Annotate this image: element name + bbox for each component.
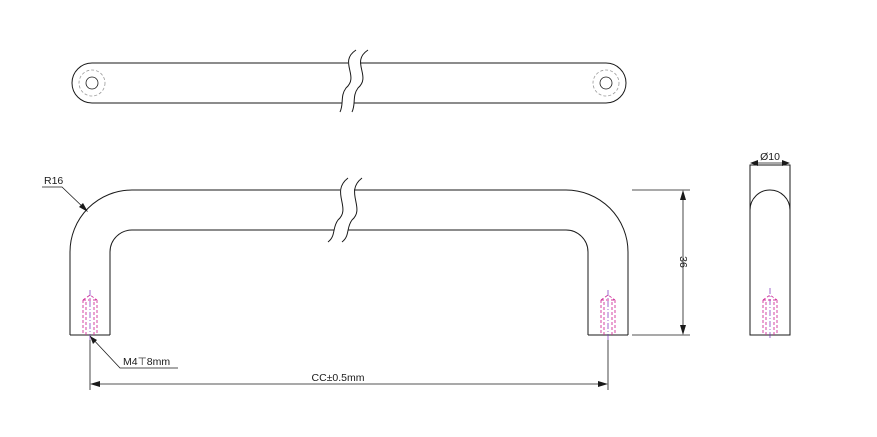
side-view-outline xyxy=(749,164,791,336)
side-view-bend-arc xyxy=(749,189,791,211)
diameter-arrow-right xyxy=(782,160,790,166)
front-view-outer-left xyxy=(69,189,340,335)
top-view-hole-left-inner xyxy=(85,76,99,90)
top-view-hole-right-outer xyxy=(592,69,620,97)
front-view-outer-right xyxy=(354,189,629,335)
side-view: Ø10 xyxy=(749,151,791,340)
left-threaded-hole xyxy=(82,290,98,340)
thread-callout: M4⊤8mm xyxy=(89,335,178,369)
side-hole-drill-tip xyxy=(762,294,778,301)
left-hole-drill-tip xyxy=(82,294,98,301)
radius-callout: R16 xyxy=(42,175,88,212)
right-threaded-hole xyxy=(600,290,616,340)
top-view xyxy=(71,49,627,113)
height-dimension: 36 xyxy=(632,189,690,336)
thread-leader-arrow xyxy=(90,336,97,344)
height-arrow-top xyxy=(680,190,686,200)
thread-depth-symbol: ⊤ xyxy=(138,356,147,368)
top-view-break-line-a xyxy=(339,49,357,113)
thread-label: M4⊤8mm xyxy=(123,356,170,368)
radius-leader-arrow xyxy=(79,203,88,212)
cc-arrow-right xyxy=(598,381,608,387)
front-view-inner-left xyxy=(109,229,334,335)
diameter-dimension: Ø10 xyxy=(750,151,790,166)
thread-depth-text: 8mm xyxy=(147,356,171,368)
center-distance-dimension: CC±0.5mm xyxy=(89,340,609,390)
front-view: R16 M4⊤8mm CC±0.5mm 36 xyxy=(42,175,690,390)
height-label: 36 xyxy=(677,256,689,268)
diameter-arrow-left xyxy=(750,160,758,166)
thread-leader-line xyxy=(89,335,178,369)
cc-label: CC±0.5mm xyxy=(311,372,364,384)
top-view-hole-right-inner xyxy=(599,76,613,90)
front-view-inner-right xyxy=(348,229,589,335)
height-arrow-bottom xyxy=(680,325,686,335)
front-view-break-line-b xyxy=(341,177,363,243)
right-hole-drill-tip xyxy=(600,294,616,301)
radius-label: R16 xyxy=(44,175,63,187)
radius-leader-line xyxy=(42,186,87,211)
thread-size-text: M4 xyxy=(123,356,138,368)
cc-arrow-left xyxy=(90,381,100,387)
top-view-left-end xyxy=(71,62,93,104)
top-view-hole-left-outer xyxy=(78,69,106,97)
top-view-break-line-b xyxy=(351,49,369,113)
front-view-break-line-a xyxy=(327,177,349,243)
side-threaded-hole xyxy=(762,294,778,335)
top-view-right-end xyxy=(605,62,627,104)
diameter-label: Ø10 xyxy=(760,151,780,163)
